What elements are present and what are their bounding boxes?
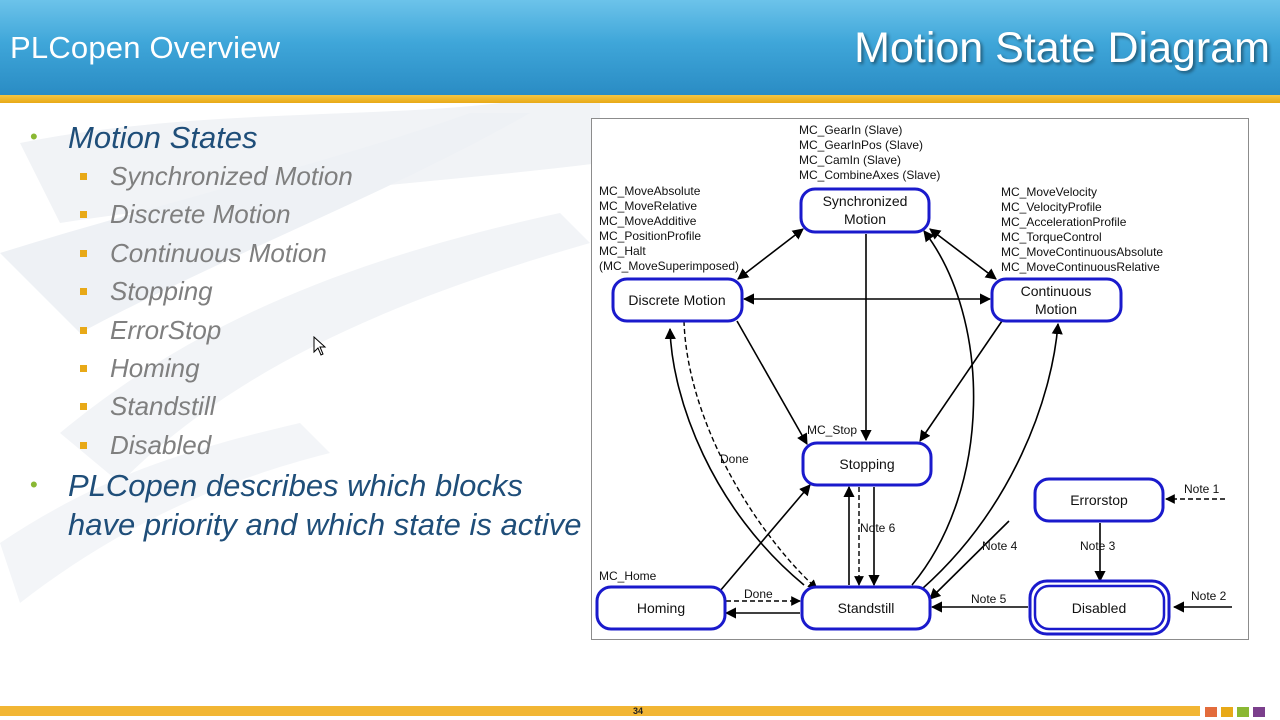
sub-bullet: Continuous Motion [30,234,590,272]
state-label-errorstop: Errorstop [1070,492,1128,508]
bullet-dot: • [30,472,38,498]
continuous-block-1: MC_MoveVelocity [1001,185,1097,199]
sync-block-3: MC_CamIn (Slave) [799,153,901,167]
label-mc-stop: MC_Stop [807,423,857,437]
slide-title: Motion State Diagram [854,24,1270,72]
arrow-standstill-discrete [664,327,805,586]
continuous-block-4: MC_TorqueControl [1001,230,1102,244]
arrow-standstill-continuous [921,322,1063,590]
arrow-discrete-sync [737,228,804,280]
state-label-continuous-1: Continuous [1021,283,1092,299]
bullet-square [80,403,87,411]
slide-header: PLCopen Overview Motion State Diagram [0,0,1280,95]
bullet-square [80,288,87,296]
sub-bullet: Homing [30,349,590,387]
arrow-discrete-stopping [736,320,808,445]
bullet-square [80,173,87,180]
label-note-6: Note 6 [860,521,896,535]
state-discrete-motion [611,277,744,323]
footer-bar [0,706,1200,716]
dashed-discrete-standstill [683,320,818,590]
label-note-5: Note 5 [971,592,1007,606]
state-synchronized-motion [799,187,931,234]
arrow-sync-continuous [929,228,997,280]
mouse-cursor-icon [313,336,327,356]
sync-block-2: MC_GearInPos (Slave) [799,138,923,152]
state-label-standstill: Standstill [838,600,895,616]
sub-bullet: Standstill [30,387,590,425]
discrete-block-1: MC_MoveAbsolute [599,184,701,198]
page-number: 34 [633,706,644,716]
discrete-block-2: MC_MoveRelative [599,199,697,213]
sync-block-1: MC_GearIn (Slave) [799,123,902,137]
label-note-1: Note 1 [1184,482,1220,496]
state-stopping [801,441,933,487]
sub-bullet: Disabled [30,426,590,464]
arrow-homing-stopping [719,484,811,592]
state-label-discrete: Discrete Motion [628,292,725,308]
state-diagram-canvas: Synchronized Motion Discrete Motion Cont… [595,123,1232,636]
state-label-continuous-2: Motion [1035,301,1077,317]
continuous-block-2: MC_VelocityProfile [1001,200,1102,214]
section-title: PLCopen Overview [10,30,281,65]
state-homing [595,585,727,631]
background-swoosh [0,103,600,603]
label-done-discrete: Done [720,452,749,466]
bullet-square [80,364,87,372]
footer-square-gold [1221,707,1233,717]
sync-block-4: MC_CombineAxes (Slave) [799,168,940,182]
sub-bullet: Stopping [30,272,590,310]
bullet-square [80,441,87,449]
footer-square-orange [1205,707,1217,717]
state-continuous-motion [990,277,1123,323]
footer-square-purple [1253,707,1265,717]
state-errorstop [1033,477,1165,523]
state-label-disabled: Disabled [1072,600,1126,616]
state-label-sync-2: Motion [844,211,886,227]
sub-bullet: ErrorStop [30,311,590,349]
continuous-block-5: MC_MoveContinuousAbsolute [1001,245,1163,259]
bullet-motion-states: •Motion States [30,118,590,157]
label-done-homing: Done [744,587,773,601]
label-mc-home: MC_Home [599,569,657,583]
sub-bullet: Discrete Motion [30,195,590,233]
arrow-standstill-sync [911,230,975,586]
discrete-block-4: MC_PositionProfile [599,229,701,243]
header-divider [0,95,1280,103]
discrete-block-3: MC_MoveAdditive [599,214,697,228]
bullet-square [80,249,87,257]
bullet-dot: • [30,124,38,149]
sub-bullet: Synchronized Motion [30,157,590,195]
continuous-block-6: MC_MoveContinuousRelative [1001,260,1160,274]
footer-square-green [1237,707,1249,717]
state-disabled-inner [1033,584,1166,631]
state-label-sync-1: Synchronized [823,193,908,209]
motion-state-diagram: Synchronized Motion Discrete Motion Cont… [591,118,1249,640]
continuous-block-3: MC_AccelerationProfile [1001,215,1127,229]
label-note-2: Note 2 [1191,589,1227,603]
arrow-continuous-stopping [919,320,1003,442]
state-label-stopping: Stopping [839,456,894,472]
state-label-homing: Homing [637,600,685,616]
discrete-block-5: MC_Halt [599,244,646,258]
bullet-square [80,211,87,219]
label-note-4: Note 4 [982,539,1018,553]
discrete-block-6: (MC_MoveSuperimposed) [599,259,739,273]
bullet-plcopen-priority: •PLCopen describes which blocks have pri… [30,466,590,544]
label-note-3: Note 3 [1080,539,1116,553]
arrow-errorstop-standstill [929,520,1010,600]
bullet-square [80,326,87,334]
bullet-list: •Motion States Synchronized Motion Discr… [30,118,590,544]
state-standstill [800,585,932,631]
